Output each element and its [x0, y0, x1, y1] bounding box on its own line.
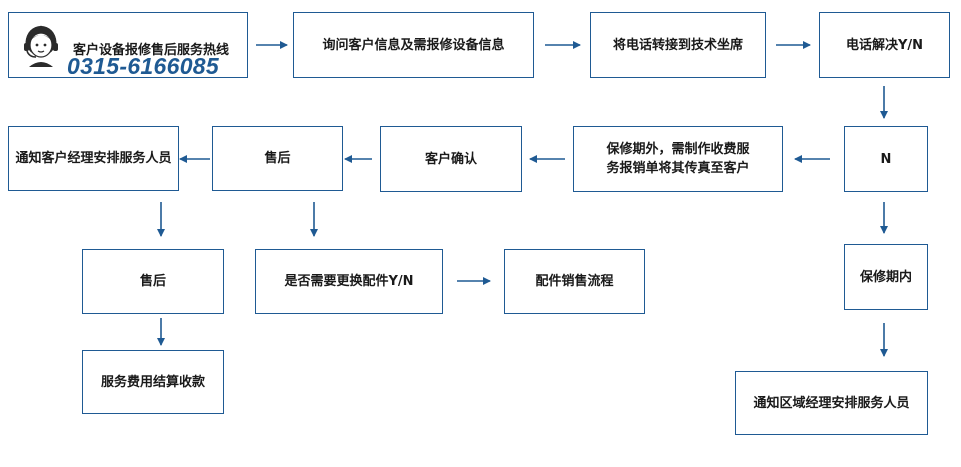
step-after-sales-1: 售后	[212, 126, 343, 191]
step-settle-fees-label: 服务费用结算收款	[100, 374, 205, 390]
step-parts-sales-label: 配件销售流程	[535, 274, 614, 289]
step-after-sales-1-label: 售后	[264, 151, 291, 166]
step-inquire: 询问客户信息及需报修设备信息	[293, 12, 534, 78]
step-in-warranty-label: 保修期内	[859, 269, 912, 285]
step-out-of-warranty-line1: 保修期外，需制作收费服	[606, 142, 750, 157]
hotline-box: 客户设备报修售后服务热线 0315-6166085	[8, 12, 248, 78]
hotline-title: 客户设备报修售后服务热线	[73, 43, 230, 58]
step-replace-parts-label: 是否需要更换配件Y/N	[284, 274, 414, 289]
step-inquire-label: 询问客户信息及需报修设备信息	[322, 37, 505, 53]
step-notify-region-manager-label: 通知区域经理安排服务人员	[753, 395, 910, 411]
step-phone-resolved: 电话解决Y/N	[819, 12, 950, 78]
hotline-number: 0315-6166085	[67, 53, 219, 79]
step-notify-customer-manager-label: 通知客户经理安排服务人员	[15, 151, 172, 166]
step-notify-region-manager: 通知区域经理安排服务人员	[735, 371, 928, 435]
step-in-warranty: 保修期内	[844, 244, 928, 310]
step-notify-customer-manager: 通知客户经理安排服务人员	[8, 126, 179, 191]
step-transfer-label: 将电话转接到技术坐席	[612, 37, 743, 53]
step-n: N	[844, 126, 928, 192]
step-out-of-warranty: 保修期外，需制作收费服 务报销单将其传真至客户	[573, 126, 783, 192]
step-after-sales-2: 售后	[82, 249, 224, 314]
step-out-of-warranty-line2: 务报销单将其传真至客户	[606, 161, 750, 176]
step-n-label: N	[880, 151, 892, 167]
step-replace-parts: 是否需要更换配件Y/N	[255, 249, 443, 314]
step-customer-confirm-label: 客户确认	[424, 151, 477, 167]
step-transfer: 将电话转接到技术坐席	[590, 12, 766, 78]
step-settle-fees: 服务费用结算收款	[82, 350, 224, 414]
step-customer-confirm: 客户确认	[380, 126, 522, 192]
customer-service-agent-icon	[24, 25, 58, 67]
step-parts-sales: 配件销售流程	[504, 249, 645, 314]
step-phone-resolved-label: 电话解决Y/N	[845, 37, 924, 53]
step-after-sales-2-label: 售后	[139, 274, 166, 289]
